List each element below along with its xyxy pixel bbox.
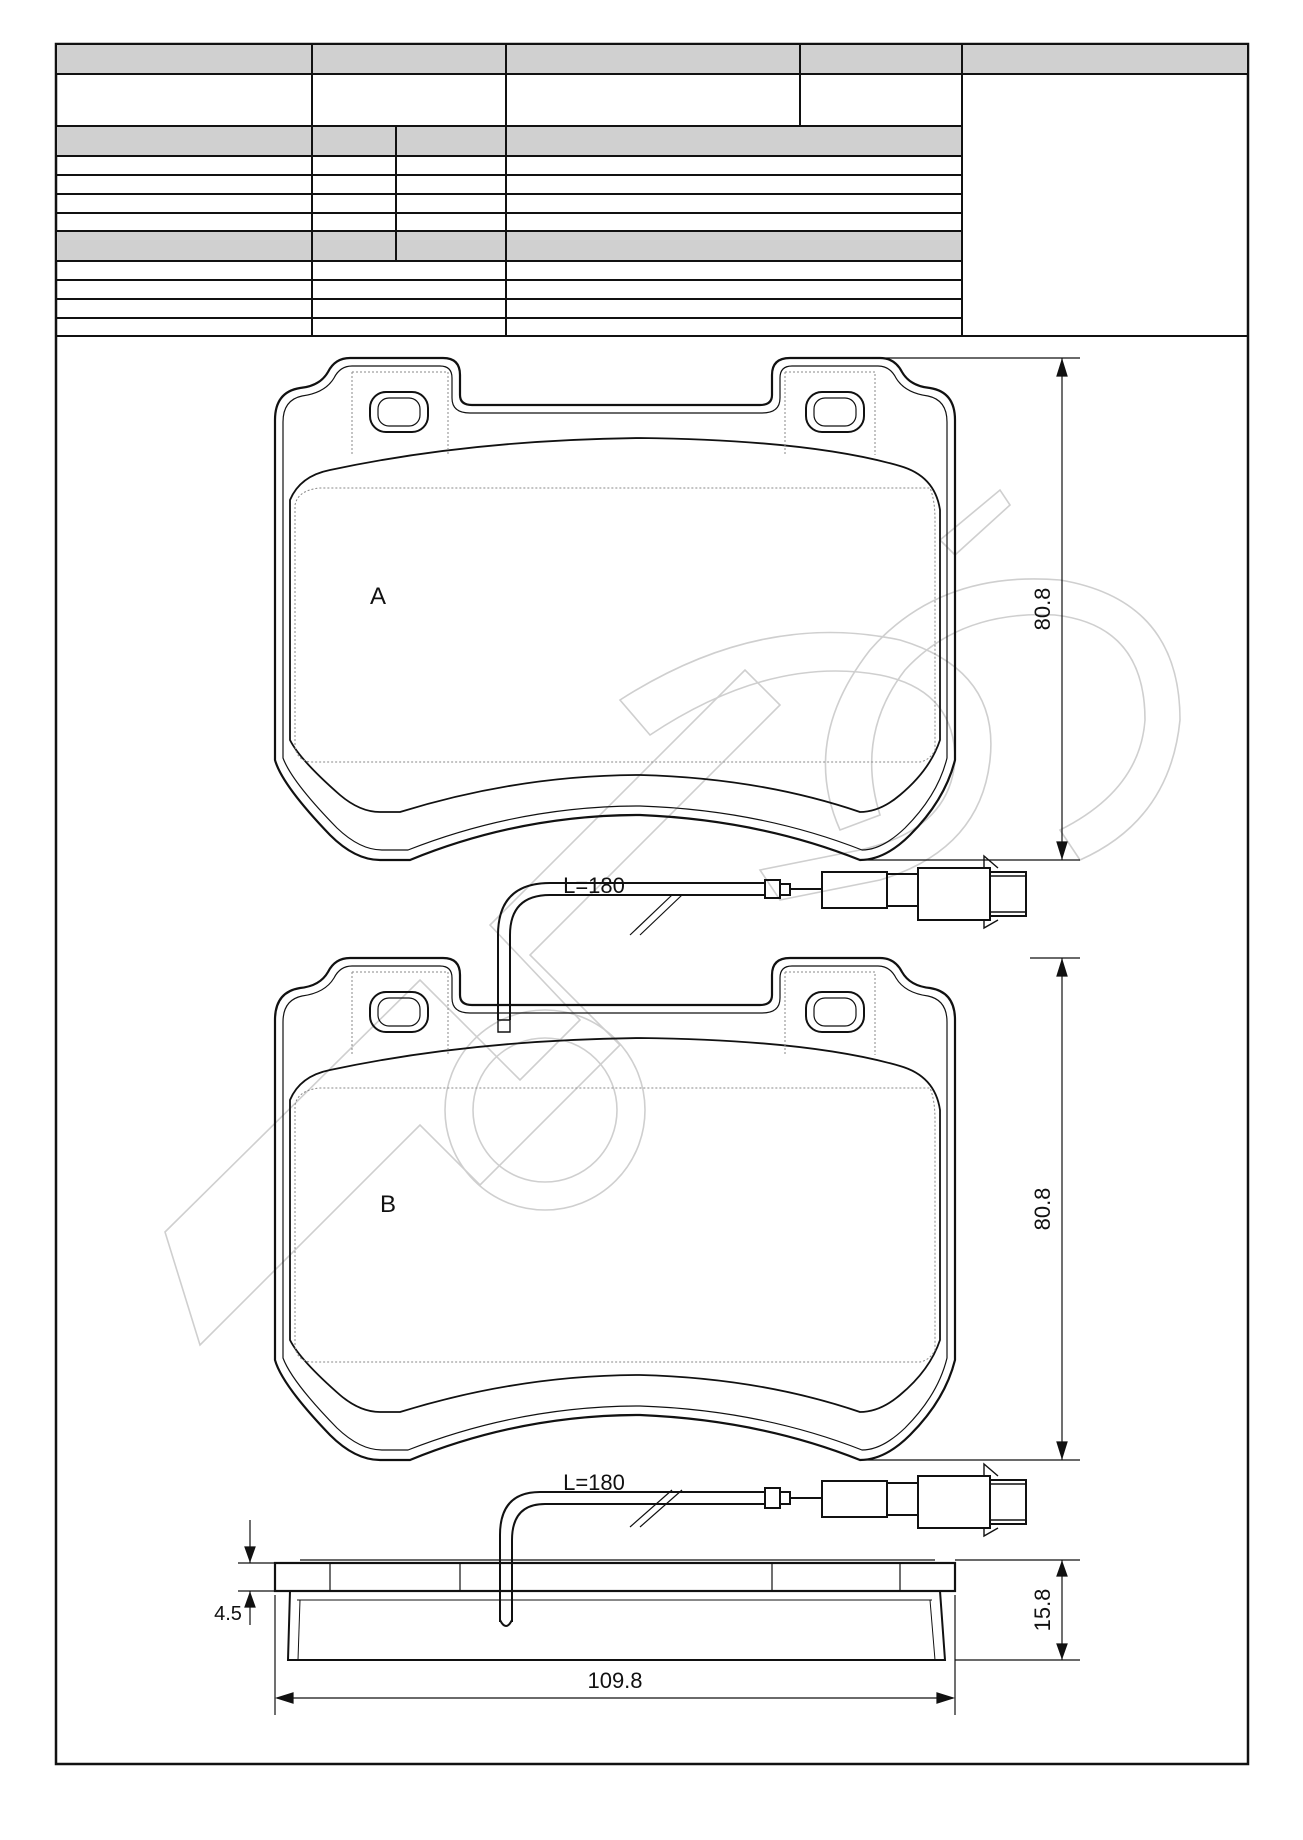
- watermark-logo: [164, 488, 1181, 1347]
- thickness-dimension-text: 15.8: [1030, 1589, 1055, 1632]
- pad-a-label: A: [370, 583, 386, 610]
- pad-b-slot-right: [805, 991, 865, 1033]
- pad-a-height-dimension: [860, 357, 1080, 861]
- pad-a-drawing: [273, 356, 957, 862]
- pad-a-backplate: [273, 356, 957, 862]
- backplate-dimension: [238, 1520, 275, 1625]
- pad-a-friction-surface: [289, 437, 941, 813]
- pad-b-label: B: [380, 1191, 396, 1218]
- table-section-header-2: [55, 230, 963, 262]
- pad-a-slot-left: [369, 391, 429, 433]
- pad-b-height-dimension: [860, 957, 1080, 1461]
- pad-a-height-text: 80.8: [1030, 588, 1055, 631]
- pad-b-height-text: 80.8: [1030, 1188, 1055, 1231]
- title-block-table: [54, 42, 1250, 1766]
- side-view-backplate: [273, 1561, 957, 1593]
- wire-1-length-label: L=180: [563, 873, 625, 898]
- thickness-dimension: [955, 1559, 1080, 1661]
- wear-sensor-wire-2: [499, 1462, 1027, 1627]
- wear-sensor-wire-1: [497, 854, 1027, 1033]
- width-dimension: [274, 1595, 956, 1715]
- pad-b-backplate: [273, 956, 957, 1462]
- table-section-header-1: [55, 125, 963, 157]
- pad-b-drawing: [273, 956, 957, 1462]
- pad-a-slot-right: [805, 391, 865, 433]
- side-view-friction-block: [286, 1590, 947, 1661]
- backplate-dimension-text: 4.5: [214, 1603, 242, 1625]
- drawing-frame: [54, 42, 1250, 1766]
- pad-b-friction-surface: [289, 1037, 941, 1413]
- wire-2-length-label: L=180: [563, 1470, 625, 1495]
- width-dimension-text: 109.8: [587, 1668, 642, 1693]
- pad-side-view: [273, 1559, 957, 1661]
- pad-b-slot-left: [369, 991, 429, 1033]
- table-header-row: [55, 43, 1249, 75]
